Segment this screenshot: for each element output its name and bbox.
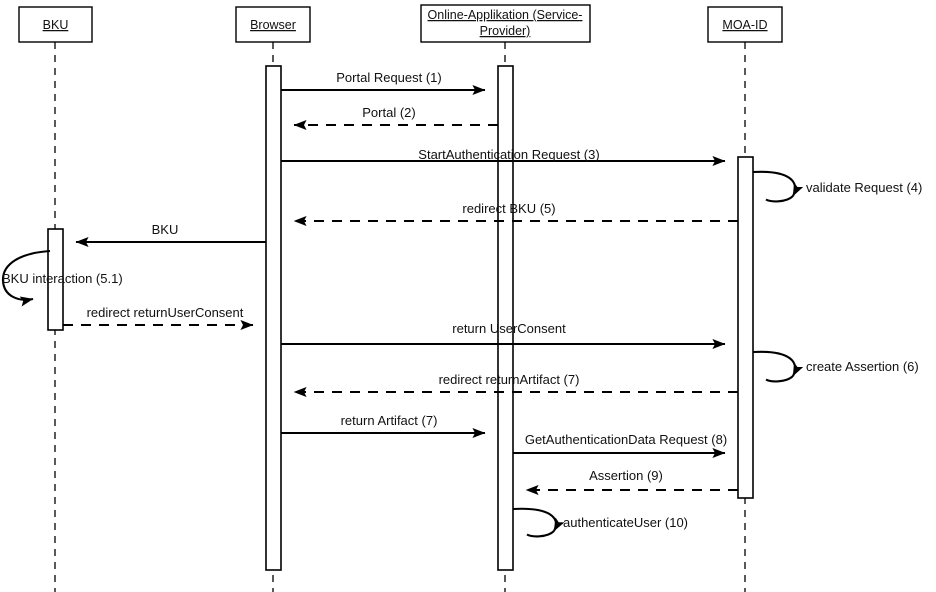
self-loop-path: [752, 170, 804, 197]
messages: Portal Request (1) Portal (2) StartAuthe…: [1, 70, 922, 538]
message-authenticateuser[interactable]: authenticateUser (10): [512, 507, 688, 538]
activation-bar-browser: [265, 65, 282, 571]
participant-online-app[interactable]: Online-Applikation (Service- Provider): [420, 4, 591, 43]
self-loop-path: [1, 249, 51, 282]
message-label: validate Request (4): [806, 180, 922, 195]
participant-box-bku: [18, 6, 93, 43]
participant-headers: BKU Browser Online-Applikation (Service-…: [18, 4, 783, 43]
self-loop-path: [512, 507, 565, 532]
message-label: Portal (2): [362, 105, 415, 120]
message-validate-request[interactable]: validate Request (4): [752, 170, 922, 203]
message-portal-request[interactable]: Portal Request (1): [281, 70, 486, 96]
message-portal[interactable]: Portal (2): [293, 105, 498, 131]
activation-bars: [47, 65, 754, 571]
self-loop-path: [752, 350, 804, 377]
self-loop-path-return: [1, 280, 34, 307]
participant-bku[interactable]: BKU: [18, 6, 93, 43]
participant-label-browser: Browser: [250, 18, 296, 32]
message-assertion[interactable]: Assertion (9): [525, 468, 738, 496]
message-label: Portal Request (1): [336, 70, 442, 85]
message-redirect-bku[interactable]: redirect BKU (5): [293, 201, 738, 227]
participant-label-online-app-line1: Online-Applikation (Service-: [428, 8, 583, 22]
participant-box-online-app: [420, 4, 591, 43]
participant-label-online-app-line2: Provider): [480, 24, 531, 38]
participant-moa-id[interactable]: MOA-ID: [707, 6, 783, 43]
message-label: redirect BKU (5): [462, 201, 555, 216]
message-getauthenticationdata-request[interactable]: GetAuthenticationData Request (8): [513, 432, 727, 459]
message-label: BKU interaction (5.1): [2, 271, 123, 286]
message-redirect-returnartifact[interactable]: redirect returnArtifact (7): [293, 372, 738, 398]
activation-bar-online-app: [497, 65, 514, 571]
message-label: create Assertion (6): [806, 359, 919, 374]
message-bku-interaction[interactable]: BKU interaction (5.1): [1, 249, 123, 307]
message-redirect-returnuserconsent[interactable]: redirect returnUserConsent: [63, 305, 254, 331]
message-startauthentication-request[interactable]: StartAuthentication Request (3): [281, 147, 726, 167]
participant-label-moa-id: MOA-ID: [722, 18, 767, 32]
message-label: BKU: [152, 222, 179, 237]
message-create-assertion[interactable]: create Assertion (6): [752, 350, 919, 383]
self-loop-path-return: [526, 530, 555, 538]
participant-browser[interactable]: Browser: [235, 6, 311, 43]
participant-box-moa-id: [707, 6, 783, 43]
message-label: StartAuthentication Request (3): [418, 147, 599, 162]
self-loop-path-return: [765, 375, 794, 383]
self-loop-path-return: [765, 195, 794, 203]
message-bku[interactable]: BKU: [75, 222, 266, 248]
message-return-artifact[interactable]: return Artifact (7): [281, 413, 486, 439]
participant-box-browser: [235, 6, 311, 43]
message-label: redirect returnUserConsent: [87, 305, 244, 320]
message-label: authenticateUser (10): [563, 515, 688, 530]
message-return-userconsent[interactable]: return UserConsent: [281, 321, 726, 350]
message-label: return Artifact (7): [341, 413, 438, 428]
message-label: return UserConsent: [452, 321, 566, 336]
message-label: GetAuthenticationData Request (8): [525, 432, 727, 447]
participant-label-bku: BKU: [43, 18, 69, 32]
activation-bar-bku: [47, 228, 64, 331]
message-label: Assertion (9): [589, 468, 663, 483]
activation-bar-moa-id: [737, 156, 754, 499]
message-label: redirect returnArtifact (7): [439, 372, 580, 387]
